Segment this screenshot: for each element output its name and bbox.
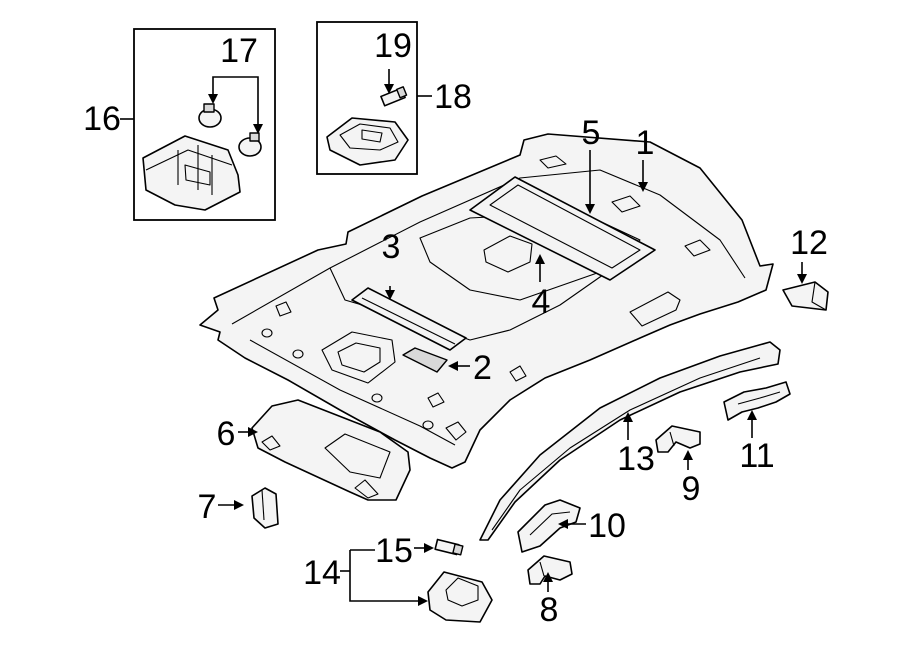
bulb-19 — [380, 86, 408, 107]
roof-rail-trim — [479, 341, 781, 541]
bracket-8 — [527, 555, 573, 585]
callout-5: 5 — [582, 114, 601, 152]
callout-14: 14 — [303, 554, 341, 592]
sunshade-channel-5 — [469, 176, 656, 281]
callout-9: 9 — [682, 470, 701, 508]
callout-6: 6 — [217, 415, 236, 453]
callout-10: 10 — [588, 507, 626, 545]
bulb-17b — [238, 132, 262, 157]
callout-17: 17 — [220, 32, 258, 70]
headliner-outline — [199, 133, 774, 469]
callout-15: 15 — [375, 532, 413, 570]
leader-lines — [218, 150, 807, 592]
callout-8: 8 — [540, 591, 559, 629]
absorber-strip-3 — [351, 287, 467, 351]
callout-7: 7 — [198, 488, 217, 526]
callout-3: 3 — [382, 228, 401, 266]
callout-19: 19 — [374, 27, 412, 65]
callout-16: 16 — [83, 100, 121, 138]
dome-lamp-housing — [142, 135, 241, 211]
map-lamp-housing — [326, 117, 409, 166]
callout-18: 18 — [434, 78, 472, 116]
visor-clip — [251, 487, 279, 529]
headliner-panel — [199, 133, 774, 469]
pad-2 — [402, 347, 448, 373]
cargo-lamp-housing — [427, 571, 493, 623]
callout-4: 4 — [532, 283, 551, 321]
callout-11: 11 — [739, 437, 774, 475]
callout-1: 1 — [636, 124, 655, 162]
bracket-10 — [517, 499, 581, 553]
callout-labels: 1 2 3 4 5 6 7 8 9 10 11 12 13 14 15 16 1… — [83, 27, 828, 629]
callout-2: 2 — [473, 349, 492, 387]
bulb-15 — [434, 538, 464, 556]
bracket-11 — [723, 381, 791, 421]
callout-13: 13 — [617, 440, 655, 478]
cargo-lamp — [340, 538, 493, 623]
callout-12: 12 — [790, 224, 828, 262]
sun-visor-body — [251, 399, 411, 501]
inset-map-lamp — [316, 21, 432, 175]
bulb-17a — [198, 103, 222, 128]
bracket-9 — [655, 425, 701, 453]
sun-visor — [251, 399, 411, 501]
inset-dome-lamp — [120, 28, 276, 221]
retainer-12 — [782, 281, 829, 311]
